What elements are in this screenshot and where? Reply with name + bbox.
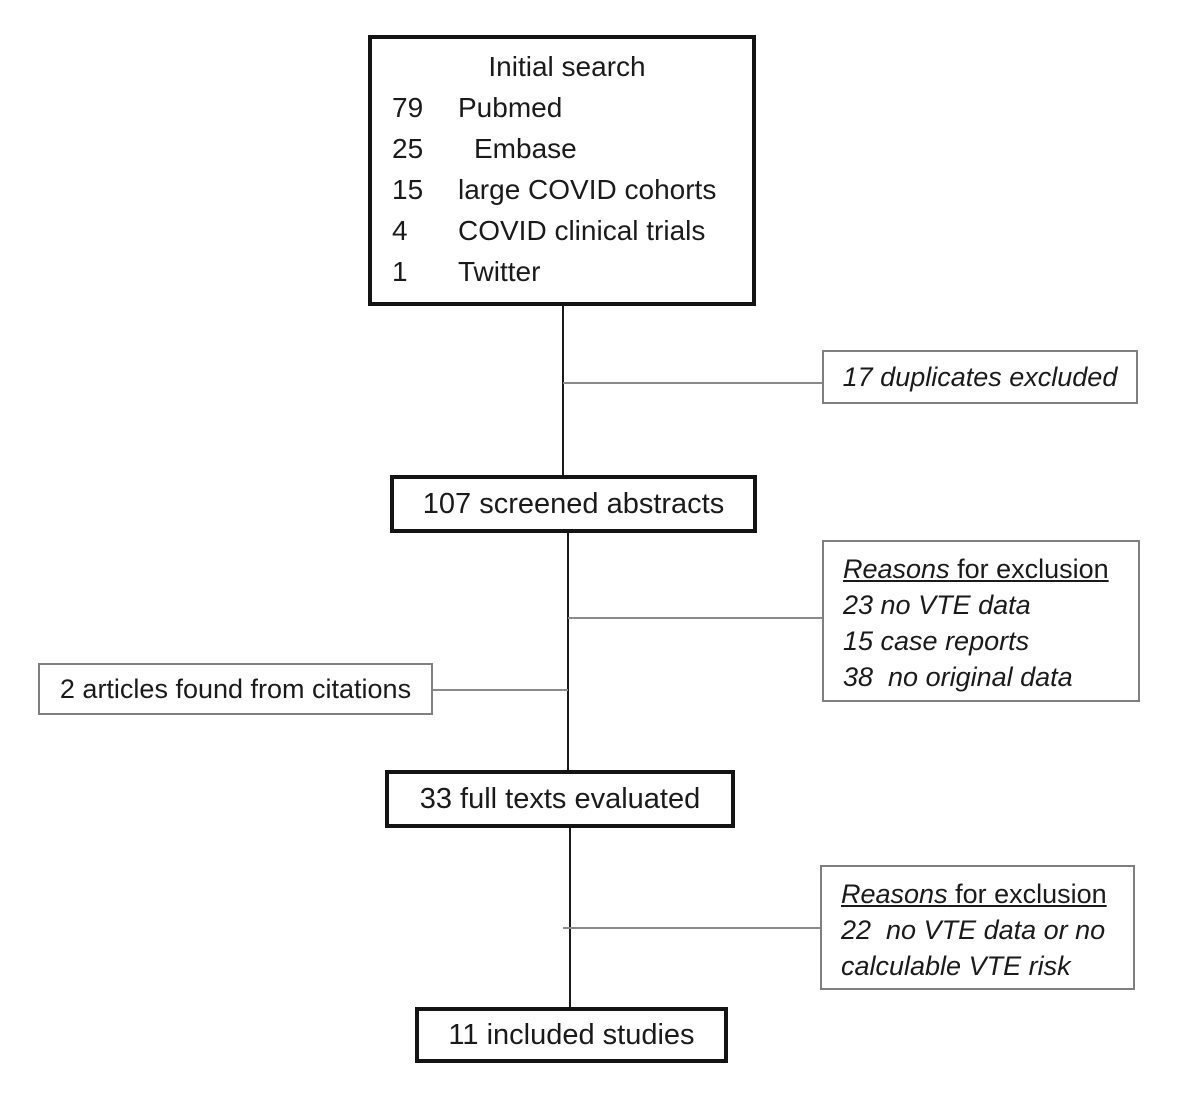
citations-found-label: 2 articles found from citations bbox=[59, 673, 412, 704]
exclusion-reasons-title-rest: for exclusion bbox=[947, 879, 1107, 909]
exclusion-reasons-title-italic: Reasons bbox=[843, 554, 950, 584]
full-texts-evaluated-label: 33 full texts evaluated bbox=[419, 782, 701, 815]
connector-duplicates-line bbox=[563, 382, 822, 384]
included-studies-label: 11 included studies bbox=[448, 1018, 695, 1051]
initial-search-row-pubmed: 79 Pubmed bbox=[392, 87, 742, 128]
exclusion-reasons-title-italic: Reasons bbox=[841, 879, 948, 909]
screened-abstracts-box: 107 screened abstracts bbox=[390, 475, 757, 533]
exclusion-screening-box: Reasons for exclusion 23 no VTE data 15 … bbox=[822, 540, 1140, 702]
duplicates-excluded-box: 17 duplicates excluded bbox=[822, 350, 1138, 404]
source-label: Pubmed bbox=[458, 92, 563, 123]
exclusion-reasons-title: Reasons for exclusion bbox=[841, 876, 1121, 912]
source-count: 25 bbox=[392, 133, 424, 164]
exclusion-fulltext-box: Reasons for exclusion 22 no VTE data or … bbox=[820, 865, 1135, 990]
connector-exclusion-fulltext-line bbox=[563, 927, 820, 929]
initial-search-row-twitter: 1 Twitter bbox=[392, 251, 742, 292]
screened-abstracts-label: 107 screened abstracts bbox=[422, 487, 725, 520]
exclusion-reason-item: 38 no original data bbox=[843, 662, 1073, 692]
connector-top-to-screened-line bbox=[562, 306, 564, 476]
source-count: 1 bbox=[392, 256, 408, 287]
source-count: 4 bbox=[392, 215, 408, 246]
exclusion-reason-item: 23 no VTE data bbox=[843, 590, 1031, 620]
exclusion-reasons-title-rest: for exclusion bbox=[949, 554, 1109, 584]
full-texts-evaluated-box: 33 full texts evaluated bbox=[385, 770, 735, 828]
source-count: 15 bbox=[392, 174, 424, 205]
source-label: Embase bbox=[474, 133, 577, 164]
initial-search-row-trials: 4 COVID clinical trials bbox=[392, 210, 742, 251]
included-studies-box: 11 included studies bbox=[415, 1007, 728, 1063]
source-label: COVID clinical trials bbox=[458, 215, 706, 246]
initial-search-row-embase: 25 Embase bbox=[392, 128, 742, 169]
exclusion-reason-item: 15 case reports bbox=[843, 626, 1030, 656]
source-label: Twitter bbox=[458, 256, 541, 287]
connector-citations-line bbox=[433, 689, 568, 691]
initial-search-box: Initial search 79 Pubmed 25 Embase 15 la… bbox=[368, 35, 756, 306]
connector-screened-to-fulltexts-line bbox=[567, 533, 569, 770]
connector-exclusion-screening-line bbox=[568, 617, 822, 619]
source-count: 79 bbox=[392, 92, 424, 123]
connector-fulltexts-to-included-line bbox=[569, 828, 571, 1008]
exclusion-reasons-title: Reasons for exclusion bbox=[843, 551, 1126, 587]
duplicates-excluded-label: 17 duplicates excluded bbox=[842, 361, 1118, 392]
citations-found-box: 2 articles found from citations bbox=[38, 663, 433, 715]
initial-search-row-cohorts: 15 large COVID cohorts bbox=[392, 169, 742, 210]
initial-search-title: Initial search bbox=[488, 51, 646, 82]
source-label: large COVID cohorts bbox=[458, 174, 717, 205]
exclusion-reason-item: 22 no VTE data or no calculable VTE risk bbox=[841, 915, 1113, 981]
